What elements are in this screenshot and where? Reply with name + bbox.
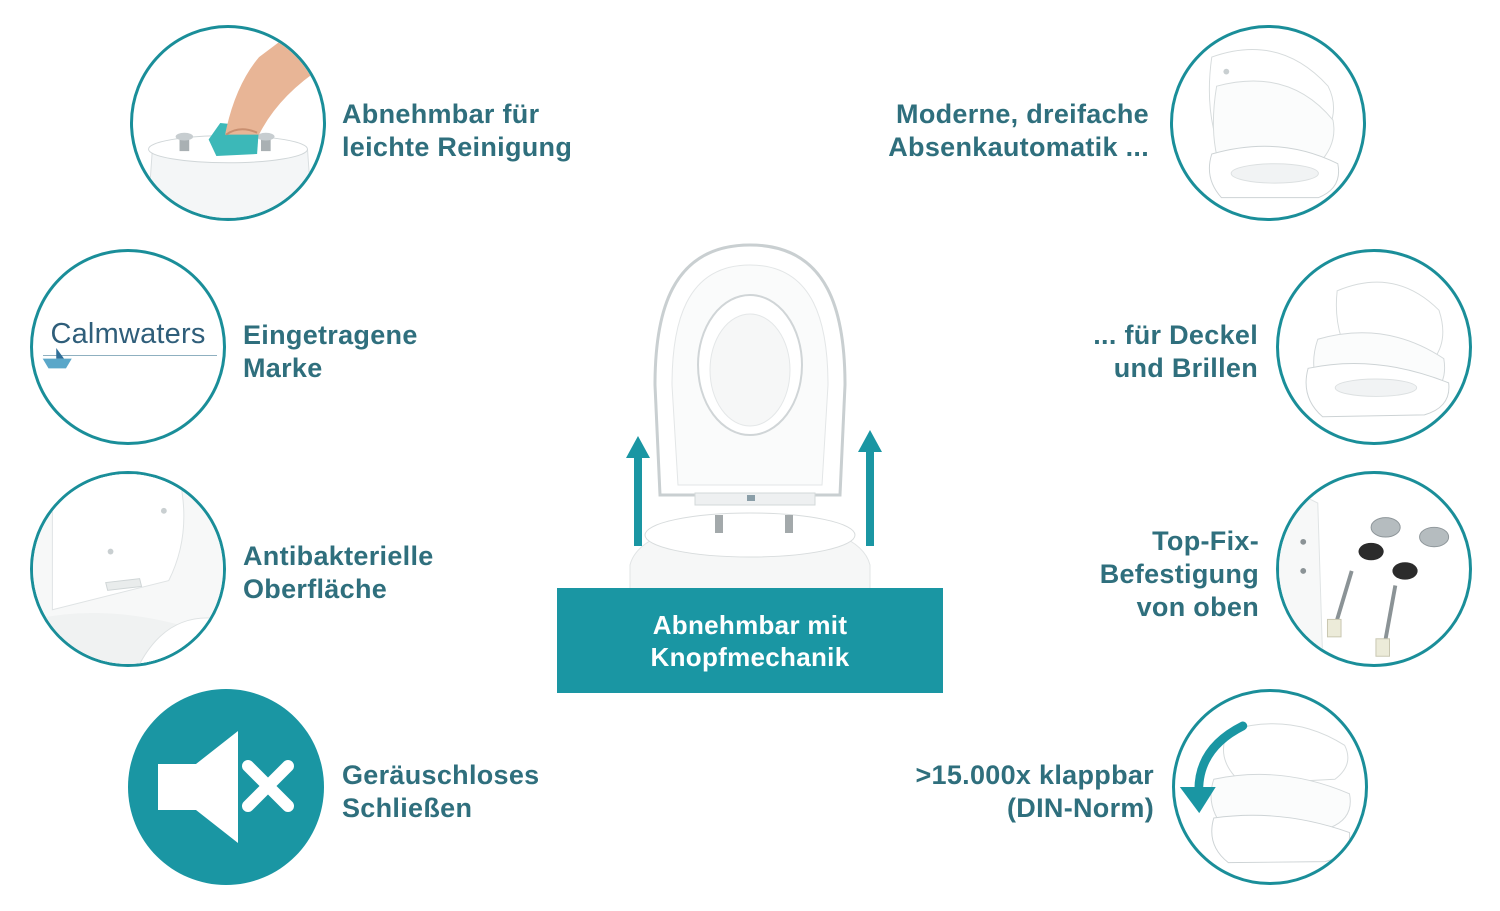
removable-button-banner: Abnehmbar mit Knopfmechanik [557, 588, 943, 693]
arrow-up-left-icon [626, 436, 650, 546]
hand-cleaning-icon [147, 28, 323, 218]
toilet-seat-icon [629, 243, 871, 596]
mounting-photo-circle [1276, 471, 1472, 667]
soft-close-photo-circle [1170, 25, 1366, 221]
toilet-seat-figure [600, 235, 900, 596]
speaker-mute-icon [158, 731, 294, 843]
feature-silent-label: Geräuschloses Schließen [342, 760, 540, 823]
seat-surface-icon [33, 474, 223, 664]
cleaning-photo-circle [130, 25, 326, 221]
feature-lid-seat-label: ... für Deckel und Brillen [1093, 320, 1258, 383]
brand-circle: Calmwaters [30, 249, 226, 445]
brand-logo: Calmwaters [50, 318, 206, 350]
feature-durability-label: >15.000x klappbar (DIN-Norm) [915, 760, 1154, 823]
feature-top-fix-label: Top-Fix- Befestigung von oben [1099, 526, 1259, 622]
feature-soft-close-label: Moderne, dreifache Absenkautomatik ... [888, 99, 1149, 162]
feature-antibacterial-label: Antibakterielle Oberfläche [243, 541, 434, 604]
arrow-up-right-icon [858, 430, 882, 546]
mounting-hardware-icon [1279, 483, 1450, 664]
rotation-arrow-icon [1179, 721, 1351, 864]
soft-close-seat-icon [1208, 49, 1340, 199]
surface-photo-circle [30, 471, 226, 667]
feature-removable-label: Abnehmbar für leichte Reinigung [342, 99, 573, 162]
paper-boat-icon [42, 347, 72, 369]
feature-trademark-label: Eingetragene Marke [243, 320, 418, 383]
brand-underline [43, 355, 217, 356]
lid-and-seat-icon [1305, 281, 1450, 418]
lid-seat-photo-circle [1276, 249, 1472, 445]
silent-close-circle [128, 689, 324, 885]
durability-photo-circle [1172, 689, 1368, 885]
